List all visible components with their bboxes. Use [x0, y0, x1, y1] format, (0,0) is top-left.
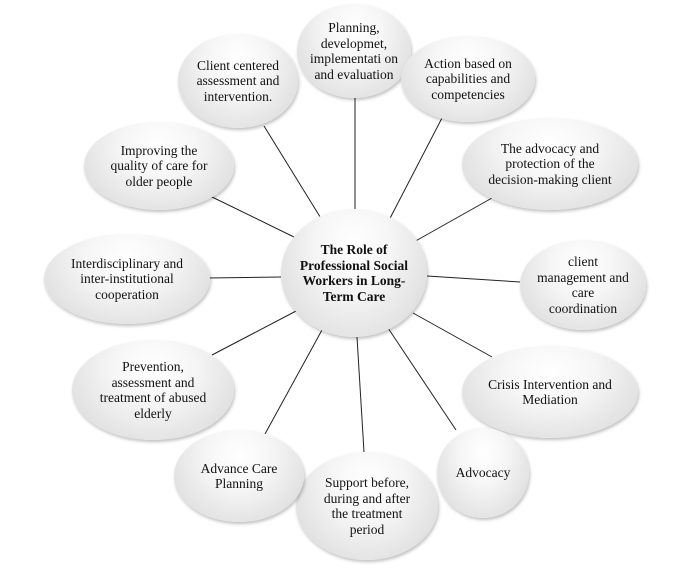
node-quality-of-care: Improving the quality of care for older …: [84, 122, 234, 210]
node-label: Client centered assessment and intervent…: [196, 57, 280, 104]
node-label: Action based on capabilities and compete…: [424, 55, 512, 102]
node-interdisciplinary: Interdisciplinary and inter-institutiona…: [44, 234, 210, 324]
line-quality-of-care: [209, 195, 297, 239]
line-prevention: [211, 309, 299, 356]
line-client-management: [426, 275, 521, 283]
line-support: [356, 336, 365, 453]
line-client-centered: [263, 125, 323, 221]
node-label: Improving the quality of care for older …: [110, 142, 208, 189]
node-support: Support before, during and after the tre…: [296, 452, 438, 560]
node-label: Advance Care Planning: [200, 460, 278, 492]
node-crisis-intervention: Crisis Intervention and Mediation: [462, 346, 638, 438]
node-label: Support before, during and after the tre…: [323, 475, 411, 537]
line-advance-care-planning: [264, 329, 323, 435]
line-interdisciplinary: [207, 276, 282, 279]
line-advocacy-protection: [411, 197, 493, 244]
node-label: Interdisciplinary and inter-institutiona…: [70, 255, 184, 302]
node-label: client management and care coordination: [537, 254, 629, 316]
line-advocacy: [387, 327, 457, 431]
node-label: Crisis Intervention and Mediation: [488, 376, 612, 408]
node-label: Advocacy: [455, 465, 511, 481]
center-node-label: The Role of Professional Social Workers …: [299, 242, 409, 304]
node-client-management: client management and care coordination: [520, 240, 646, 330]
node-advocacy: Advocacy: [437, 428, 529, 518]
center-node: The Role of Professional Social Workers …: [281, 209, 427, 337]
node-label: Planning, developmet, implementati on an…: [309, 20, 399, 82]
node-label: The advocacy and protection of the decis…: [488, 140, 612, 187]
node-capabilities: Action based on capabilities and compete…: [401, 36, 535, 122]
node-label: Prevention, assessment and treatment of …: [99, 359, 207, 421]
node-advocacy-protection: The advocacy and protection of the decis…: [462, 118, 638, 210]
line-crisis-intervention: [412, 312, 493, 358]
node-advance-care-planning: Advance Care Planning: [174, 430, 304, 522]
node-planning: Planning, developmet, implementati on an…: [297, 4, 411, 98]
node-prevention: Prevention, assessment and treatment of …: [72, 340, 234, 440]
line-capabilities: [385, 117, 443, 227]
node-client-centered: Client centered assessment and intervent…: [178, 34, 298, 128]
